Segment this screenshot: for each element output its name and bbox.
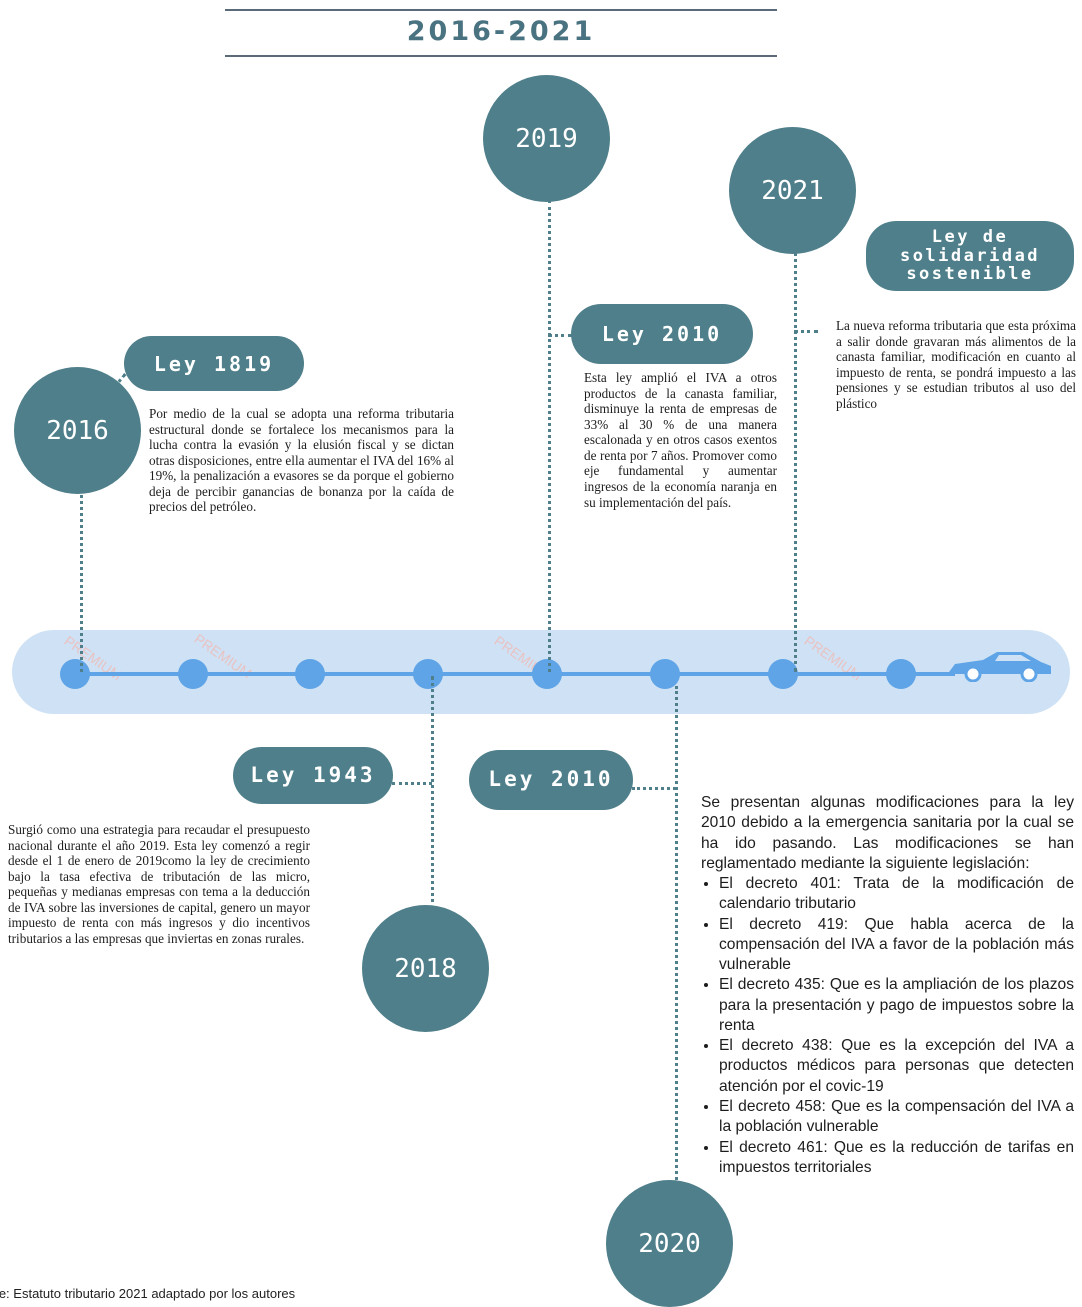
decree-item: El decreto 419: Que habla acerca de la c…	[719, 915, 1074, 976]
timeline-axis	[75, 672, 955, 676]
year-node-2020: 2020	[606, 1180, 733, 1307]
law-label-ley1819: Ley 1819	[124, 336, 304, 391]
year-node-2021: 2021	[729, 127, 856, 254]
year-node-2019: 2019	[483, 75, 610, 202]
law-text-ley2010-2019: Esta ley amplió el IVA a otros productos…	[584, 370, 777, 510]
timeline-dot	[60, 659, 90, 689]
timeline-dot	[295, 659, 325, 689]
timeline-dot	[768, 659, 798, 689]
connector-ley2010-2019	[548, 334, 572, 337]
law-text-solidaridad: La nueva reforma tributaria que esta pró…	[836, 318, 1076, 411]
law-text-ley1819: Por medio de la cual se adopta una refor…	[149, 406, 454, 515]
connector-ley1943	[392, 782, 432, 785]
timeline-dot	[532, 659, 562, 689]
decree-item: El decreto 435: Que es la ampliación de …	[719, 975, 1074, 1036]
connector-2020	[675, 686, 678, 1186]
law-label-solidaridad: Ley de solidaridad sostenible	[866, 221, 1074, 291]
year-node-2018: 2018	[362, 905, 489, 1032]
decree-item: El decreto 461: Que es la reducción de t…	[719, 1138, 1074, 1179]
decree-item: El decreto 401: Trata de la modificación…	[719, 874, 1074, 915]
year-node-2016: 2016	[14, 367, 141, 494]
law-label-ley2010-2020: Ley 2010	[469, 750, 633, 810]
connector-ley2010-2020	[632, 787, 676, 790]
law-text-ley1943: Surgió como una estrategia para recaudar…	[8, 822, 310, 947]
car-icon	[949, 652, 1051, 682]
title-rule-top	[225, 9, 777, 11]
title-rule-bottom	[225, 55, 777, 57]
decree-item: El decreto 458: Que es la compensación d…	[719, 1097, 1074, 1138]
source-note: rce: Estatuto tributario 2021 adaptado p…	[0, 1286, 296, 1301]
timeline-dot	[886, 659, 916, 689]
law-label-ley1943: Ley 1943	[233, 747, 393, 804]
decree-list: El decreto 401: Trata de la modificación…	[701, 874, 1074, 1178]
law-label-ley2010-2019: Ley 2010	[571, 304, 753, 364]
connector-2018	[431, 676, 434, 910]
connector-2021	[794, 252, 797, 672]
decree-item: El decreto 438: Que es la excepción del …	[719, 1036, 1074, 1097]
timeline-title: 2016-2021	[406, 16, 596, 47]
connector-2016	[80, 460, 83, 672]
timeline-dot	[650, 659, 680, 689]
law-intro-ley2010-2020: Se presentan algunas modificaciones para…	[701, 794, 1074, 872]
timeline-dot	[178, 659, 208, 689]
connector-solidaridad	[794, 330, 818, 333]
timeline-dot	[413, 659, 443, 689]
law-text-ley2010-2020: Se presentan algunas modificaciones para…	[701, 793, 1074, 1178]
connector-2019	[548, 200, 551, 672]
